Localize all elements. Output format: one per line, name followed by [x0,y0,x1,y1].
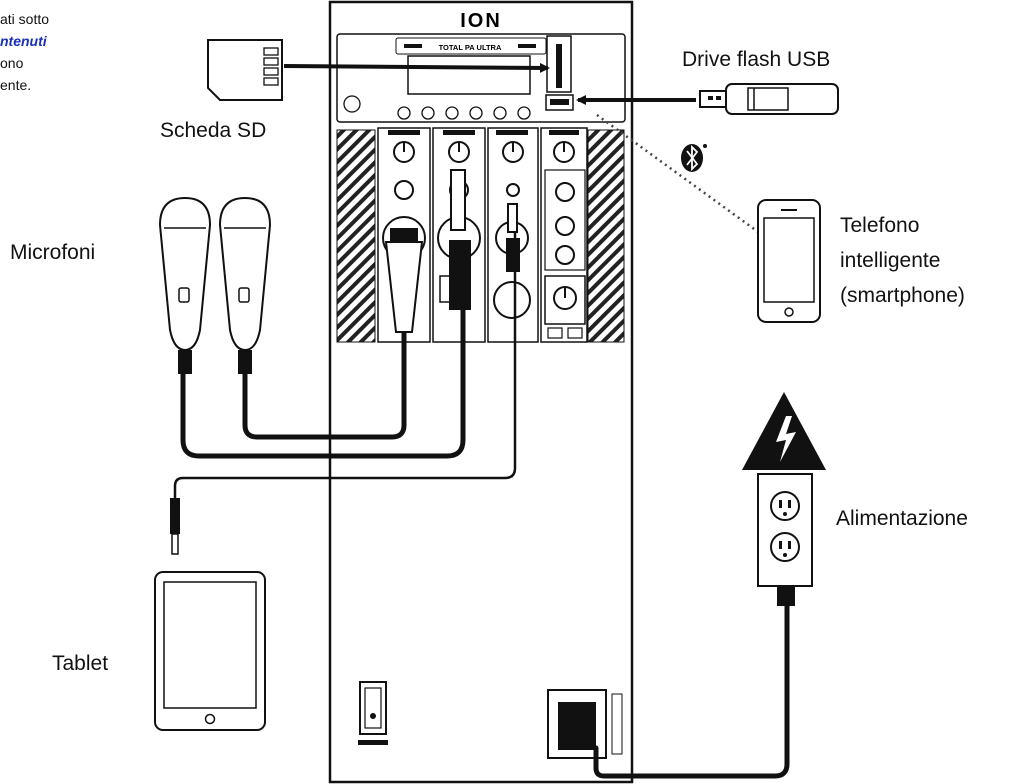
label-power: Alimentazione [836,507,968,530]
smartphone-icon [757,199,821,323]
intro-line-3: ono [0,55,24,71]
power-outlet-icon [757,473,813,606]
intro-line-4: ente. [0,77,32,93]
plugs [384,169,520,333]
right-hatch [587,129,625,343]
high-voltage-warning-icon [742,392,826,470]
left-hatch [336,129,376,343]
display-screen [407,55,531,95]
usb-drive-icon [699,83,839,115]
cables [173,228,790,779]
transport-buttons [397,106,531,120]
sd-card-icon [207,39,283,101]
intro-line-1: ati sotto [0,11,50,27]
label-microphones: Microfoni [10,241,96,264]
label-usb-drive: Drive flash USB [682,48,831,71]
label-smartphone-1: Telefono [840,214,920,237]
sd-arrow [283,62,550,73]
tablet-icon [154,498,266,731]
label-smartphone-2: intelligente [840,249,941,272]
intro-text: ati sotto ntenuti ono ente. [0,8,120,96]
brand-logo: ION [460,10,502,32]
model-badge: TOTAL PA ULTRA [439,43,502,52]
bluetooth-link [596,113,773,244]
bluetooth-icon [681,144,707,172]
label-smartphone-3: (smartphone) [840,284,965,307]
label-tablet: Tablet [52,652,109,675]
label-sd-card: Scheda SD [160,119,267,142]
speaker-panel: ION TOTAL PA ULTRA [328,0,634,784]
intro-line-2: ntenuti [0,33,47,49]
microphone-icon [158,196,272,374]
model-badge-frame [395,37,547,55]
